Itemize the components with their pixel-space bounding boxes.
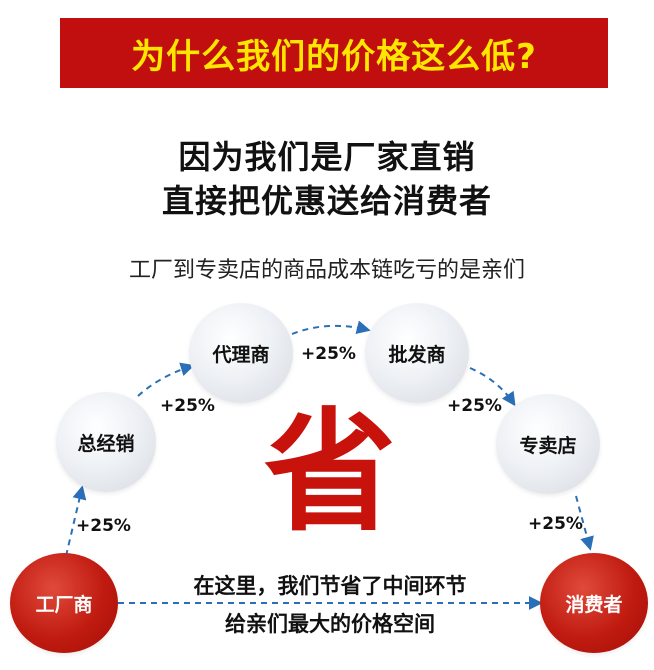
arrow-general-to-agent [137, 362, 195, 397]
arrow-factory-to-general [65, 485, 87, 557]
arrow-agent-to-wholesaler [291, 320, 371, 335]
node-consumer: 消费者 [540, 553, 648, 653]
headline-line-2: 直接把优惠送给消费者 [161, 182, 492, 220]
banner-title: 为什么我们的价格这么低? [131, 36, 537, 77]
headline-line-1: 因为我们是厂家直销 [178, 138, 476, 176]
node-store: 专卖店 [496, 394, 600, 494]
arrow-wholesaler-to-store [469, 367, 516, 407]
node-wholesaler: 批发商 [365, 303, 469, 403]
markup-store-to-consumer: +25% [528, 514, 583, 534]
markup-agent-to-wholesaler: +25% [301, 344, 356, 364]
save-character: 省 [264, 396, 396, 550]
node-general-distributor: 总经销 [56, 392, 156, 492]
title-banner: 为什么我们的价格这么低? [60, 18, 608, 88]
node-factory: 工厂商 [10, 553, 118, 653]
note-line-2: 给亲们最大的价格空间 [225, 612, 435, 636]
arrow-store-to-consumer [575, 495, 594, 551]
cost-chain-subtitle: 工厂到专卖店的商品成本链吃亏的是亲们 [128, 258, 525, 283]
node-agent: 代理商 [189, 303, 293, 403]
note-line-1: 在这里，我们节省了中间环节 [193, 574, 467, 598]
markup-general-to-agent: +25% [160, 396, 215, 416]
markup-wholesaler-to-store: +25% [447, 396, 502, 416]
markup-factory-to-general: +25% [76, 516, 131, 536]
